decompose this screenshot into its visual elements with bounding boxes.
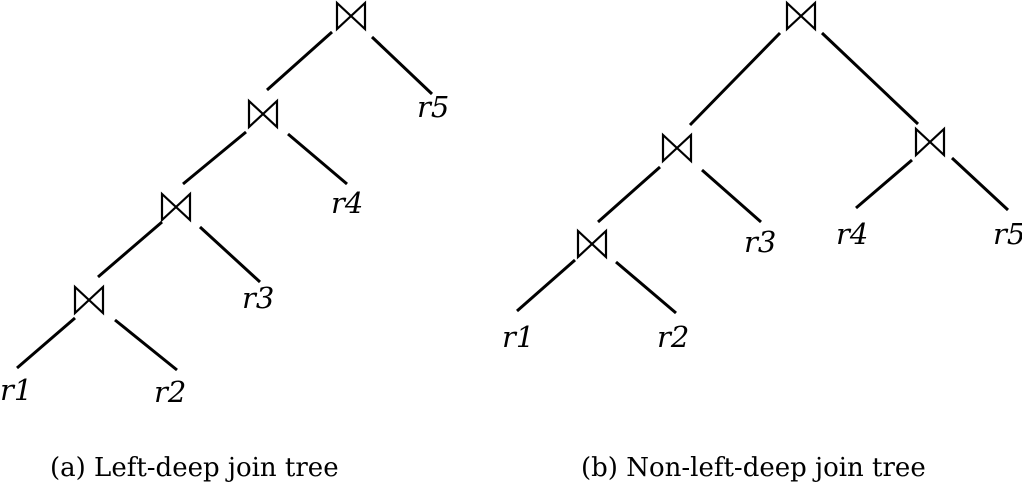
edge bbox=[287, 132, 348, 186]
leaf-r1: r1 bbox=[0, 373, 32, 407]
edge bbox=[820, 31, 920, 126]
bowtie-join-icon bbox=[160, 192, 192, 222]
edge bbox=[16, 316, 76, 370]
edge bbox=[97, 220, 163, 279]
edge bbox=[688, 31, 782, 127]
left-deep-tree: r5 r4 r3 r1 r2 (a) Left-deep join tree bbox=[0, 1, 449, 483]
leaf-r2: r2 bbox=[154, 375, 186, 409]
leaf-r5: r5 bbox=[417, 90, 449, 124]
bowtie-join-icon bbox=[661, 133, 693, 163]
leaf-r4: r4 bbox=[331, 186, 363, 220]
caption-b: (b) Non-left-deep join tree bbox=[581, 453, 926, 483]
bowtie-join-icon bbox=[914, 127, 946, 157]
non-left-deep-tree: r3 r4 r5 r1 r2 (b) Non-left-deep join tr… bbox=[502, 1, 1022, 483]
edge bbox=[615, 260, 677, 315]
bowtie-join-icon bbox=[576, 229, 608, 259]
leaf-r1: r1 bbox=[502, 320, 534, 354]
leaf-r4: r4 bbox=[836, 217, 868, 251]
edge bbox=[855, 158, 913, 210]
leaf-r2: r2 bbox=[657, 320, 689, 354]
edge bbox=[266, 30, 333, 92]
edge bbox=[370, 35, 434, 96]
bowtie-join-icon bbox=[335, 1, 367, 31]
edge bbox=[182, 130, 247, 186]
edge bbox=[114, 318, 178, 372]
bowtie-join-icon bbox=[73, 285, 105, 315]
edge bbox=[516, 258, 576, 313]
caption-a: (a) Left-deep join tree bbox=[50, 453, 339, 483]
bowtie-join-icon bbox=[247, 99, 279, 129]
edge bbox=[198, 225, 262, 284]
edge bbox=[701, 168, 762, 224]
edge bbox=[597, 165, 661, 224]
leaf-r3: r3 bbox=[744, 225, 776, 259]
edge bbox=[950, 156, 1010, 212]
leaf-r3: r3 bbox=[242, 281, 274, 315]
bowtie-join-icon bbox=[785, 1, 817, 31]
leaf-r5: r5 bbox=[993, 217, 1022, 251]
